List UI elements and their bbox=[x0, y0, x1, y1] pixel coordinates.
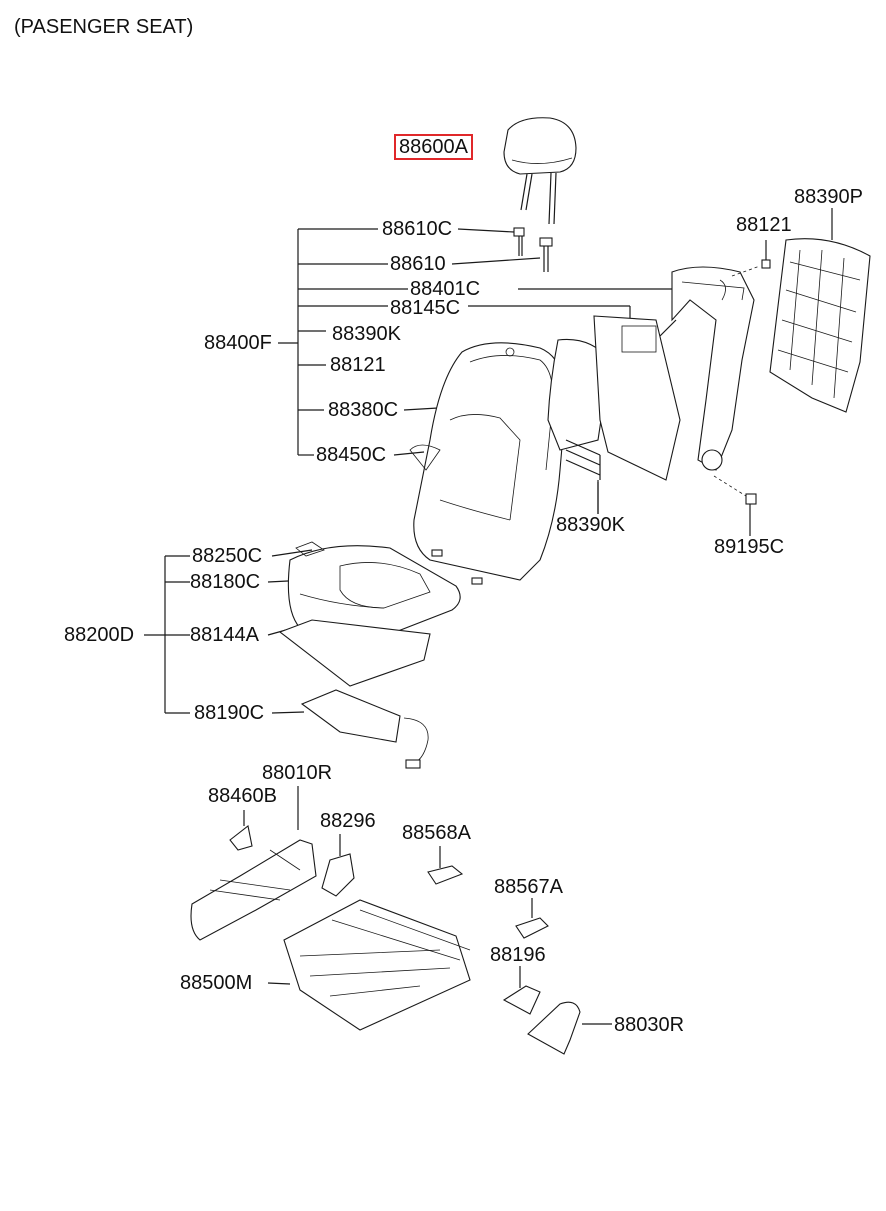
cover-88567A-part bbox=[515, 898, 549, 939]
part-label-88460B[interactable]: 88460B bbox=[208, 785, 277, 807]
part-label-88144A[interactable]: 88144A bbox=[190, 624, 259, 646]
part-label-88121[interactable]: 88121 bbox=[330, 354, 386, 376]
seatback-frame-part bbox=[659, 266, 755, 471]
part-label-88296[interactable]: 88296 bbox=[320, 810, 376, 832]
part-label-88196[interactable]: 88196 bbox=[490, 944, 546, 966]
side-cover-88030R-part bbox=[527, 1001, 612, 1055]
part-label-88450C[interactable]: 88450C bbox=[316, 444, 387, 466]
seat-heater-part bbox=[300, 689, 429, 769]
part-label-88145C[interactable]: 88145C bbox=[390, 297, 461, 319]
clip-88121-part bbox=[731, 240, 771, 277]
part-label-88121-right[interactable]: 88121 bbox=[736, 214, 792, 236]
bolt-89195C-part bbox=[713, 475, 757, 536]
part-label-88250C[interactable]: 88250C bbox=[192, 545, 263, 567]
part-label-89195C[interactable]: 89195C bbox=[714, 536, 785, 558]
part-label-88610C[interactable]: 88610C bbox=[382, 218, 453, 240]
diagram-title: (PASENGER SEAT) bbox=[14, 16, 194, 38]
cover-88568A-part bbox=[427, 846, 464, 885]
headrest-guide-parts bbox=[513, 227, 553, 272]
bracket-88196-part bbox=[502, 966, 541, 1015]
part-label-88200D[interactable]: 88200D bbox=[64, 624, 135, 646]
part-label-88390P[interactable]: 88390P bbox=[794, 186, 863, 208]
part-label-88567A[interactable]: 88567A bbox=[494, 876, 563, 898]
leader-lines-88400F bbox=[278, 228, 680, 456]
seat-cushion-part bbox=[287, 541, 461, 642]
part-label-88610[interactable]: 88610 bbox=[390, 253, 446, 275]
headrest-part bbox=[503, 117, 577, 225]
part-label-88401C[interactable]: 88401C bbox=[410, 278, 481, 300]
part-label-88500M[interactable]: 88500M bbox=[180, 972, 253, 994]
part-label-88010R[interactable]: 88010R bbox=[262, 762, 333, 784]
part-label-88380C[interactable]: 88380C bbox=[328, 399, 399, 421]
part-label-88180C[interactable]: 88180C bbox=[190, 571, 261, 593]
seatback-cushion-part bbox=[409, 342, 567, 585]
part-label-88390K-lower[interactable]: 88390K bbox=[556, 514, 625, 536]
knob-88460B-part bbox=[229, 810, 253, 851]
bracket-88296-part bbox=[321, 834, 355, 897]
part-label-88030R[interactable]: 88030R bbox=[614, 1014, 685, 1036]
back-panel-part bbox=[769, 208, 871, 413]
seat-pad-part bbox=[278, 619, 431, 687]
part-label-88400F[interactable]: 88400F bbox=[204, 332, 272, 354]
seat-track-part bbox=[267, 899, 471, 1031]
side-shield-part bbox=[190, 786, 317, 941]
part-label-88390K[interactable]: 88390K bbox=[332, 323, 401, 345]
leader-lines-88200D bbox=[144, 549, 313, 714]
part-label-88190C[interactable]: 88190C bbox=[194, 702, 265, 724]
part-label-88600A[interactable]: 88600A bbox=[394, 134, 473, 160]
part-label-88568A[interactable]: 88568A bbox=[402, 822, 471, 844]
back-board-part bbox=[593, 315, 681, 481]
